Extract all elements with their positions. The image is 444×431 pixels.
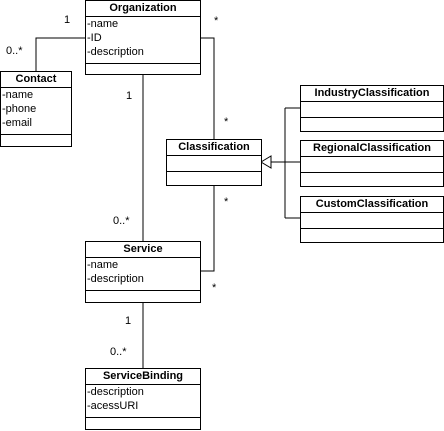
attribute-description: -description [87, 46, 144, 58]
multiplicity-org-service-org: 1 [126, 90, 133, 102]
multiplicity-org-contact-org: 1 [64, 14, 71, 26]
class-contact-attributes: -name -phone -email [1, 88, 71, 135]
class-service-attributes: -name -description [86, 258, 200, 291]
multiplicity-org-class-class: * [224, 116, 229, 128]
class-industry-classification-title: IndustryClassification [301, 86, 443, 102]
multiplicity-svc-class-service: * [212, 282, 217, 294]
class-service-binding[interactable]: ServiceBinding -description -acessURI [85, 368, 201, 430]
class-regional-classification-title: RegionalClassification [301, 141, 443, 157]
class-organization-attributes: -name -ID -description [86, 17, 200, 64]
attribute-name: -name [2, 89, 34, 101]
class-industry-classification[interactable]: IndustryClassification [300, 85, 444, 132]
attribute-id: -ID [87, 32, 102, 44]
class-service-binding-title: ServiceBinding [86, 369, 200, 385]
multiplicity-org-class-org: * [214, 15, 219, 27]
attribute-phone: -phone [2, 103, 37, 115]
multiplicity-org-contact-contact: 0..* [6, 45, 23, 57]
class-regional-classification[interactable]: RegionalClassification [300, 140, 444, 187]
class-classification-attributes [167, 156, 261, 172]
multiplicity-svc-class-class: * [224, 196, 229, 208]
class-custom-classification[interactable]: CustomClassification [300, 196, 444, 243]
attribute-acessuri: -acessURI [87, 400, 139, 412]
class-custom-classification-attributes [301, 213, 443, 229]
attribute-description: -description [87, 386, 144, 398]
assoc-organization-contact [35, 37, 85, 71]
class-custom-classification-title: CustomClassification [301, 197, 443, 213]
class-service-binding-attributes: -description -acessURI [86, 385, 200, 418]
class-organization-title: Organization [86, 1, 200, 17]
class-contact[interactable]: Contact -name -phone -email [0, 71, 72, 147]
multiplicity-svc-binding-service: 1 [125, 315, 132, 327]
class-service[interactable]: Service -name -description [85, 241, 201, 303]
class-organization[interactable]: Organization -name -ID -description [85, 0, 201, 75]
multiplicity-svc-binding-binding: 0..* [110, 346, 127, 358]
attribute-name: -name [87, 259, 119, 271]
generalization-arrowhead [260, 155, 272, 169]
assoc-service-classification [201, 186, 215, 272]
attribute-name: -name [87, 18, 119, 30]
class-contact-title: Contact [1, 72, 71, 88]
multiplicity-org-service-service: 0..* [113, 215, 130, 227]
attribute-email: -email [2, 117, 32, 129]
class-regional-classification-attributes [301, 157, 443, 173]
assoc-organization-classification [200, 37, 215, 139]
class-classification[interactable]: Classification [166, 139, 262, 186]
class-classification-title: Classification [167, 140, 261, 156]
attribute-description: -description [87, 273, 144, 285]
class-industry-classification-attributes [301, 102, 443, 118]
class-service-title: Service [86, 242, 200, 258]
